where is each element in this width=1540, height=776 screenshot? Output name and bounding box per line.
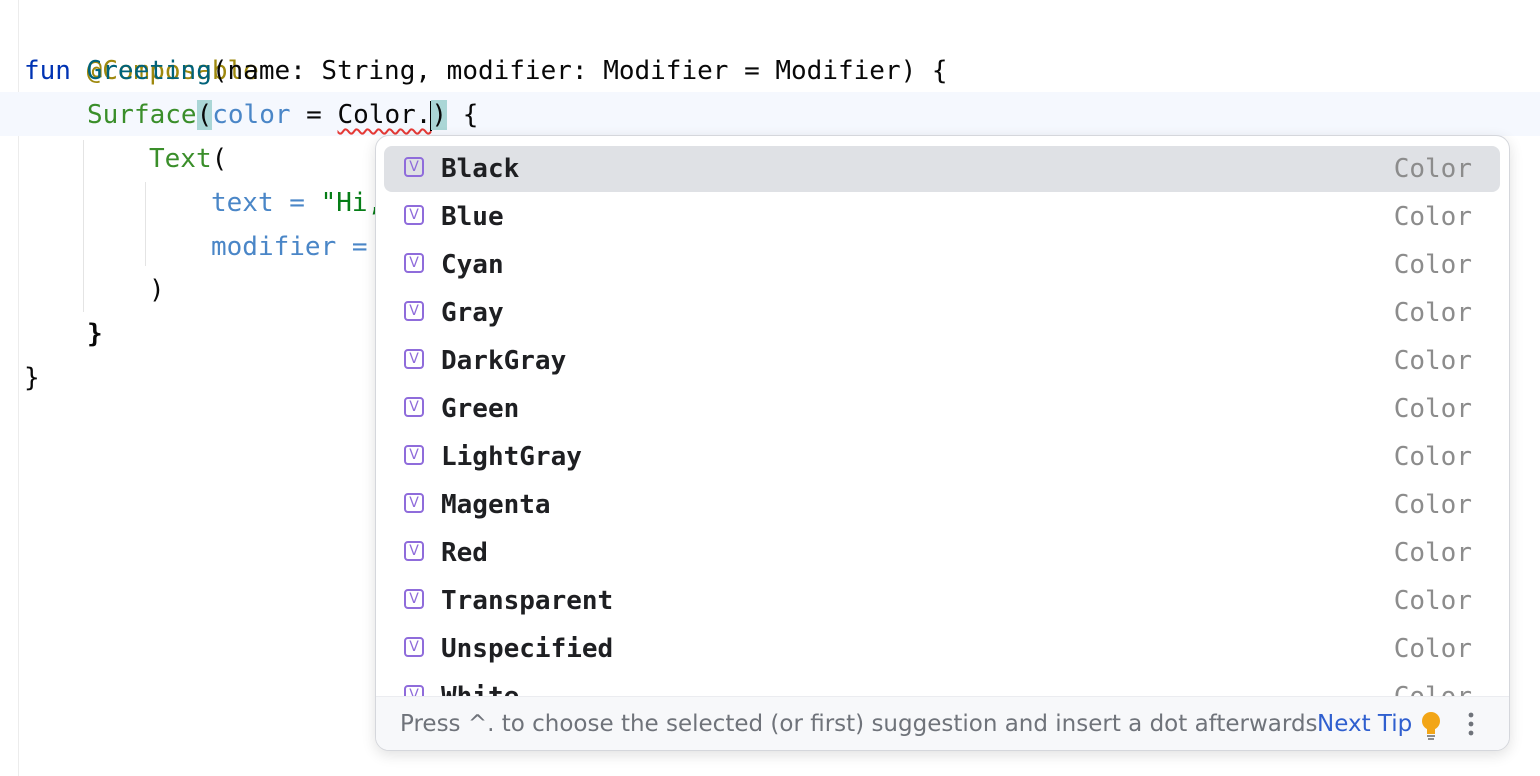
completion-item[interactable]: V LightGray Color — [384, 434, 1500, 480]
indent-guide — [83, 140, 84, 312]
variable-icon: V — [404, 253, 424, 273]
param-name-token: text — [211, 188, 274, 218]
function-name-token: Greeting — [86, 56, 212, 86]
string-token: "Hi, — [320, 188, 384, 218]
code-line-8[interactable]: } — [87, 319, 103, 349]
completion-item[interactable]: V Red Color — [384, 530, 1500, 576]
variable-icon: V — [404, 493, 424, 513]
completion-item-name: Magenta — [441, 490, 551, 520]
variable-icon: V — [404, 685, 424, 696]
completion-item-type: Color — [1393, 298, 1472, 328]
param-name-token: modifier — [211, 232, 337, 262]
completion-item-type: Color — [1393, 634, 1472, 664]
completion-item[interactable]: V Black Color — [384, 146, 1500, 192]
paren-token: ( — [211, 144, 228, 174]
matched-paren-close: ) — [431, 100, 448, 130]
completion-item-name: Unspecified — [441, 634, 614, 664]
equals-token: = — [273, 188, 321, 218]
indent-guide — [145, 182, 146, 266]
variable-icon: V — [404, 301, 424, 321]
code-line-5[interactable]: text = "Hi, — [211, 181, 383, 225]
variable-icon: V — [404, 589, 424, 609]
code-line-1[interactable]: @Composable — [24, 5, 259, 86]
variable-icon: V — [404, 349, 424, 369]
completion-footer: Press ^. to choose the selected (or firs… — [376, 696, 1509, 750]
completion-item[interactable]: V Cyan Color — [384, 242, 1500, 288]
completion-item-type: Color — [1393, 202, 1472, 232]
error-squiggle-token: Color. — [337, 100, 432, 130]
completion-item[interactable]: V Gray Color — [384, 290, 1500, 336]
completion-item-name: Black — [441, 154, 520, 184]
completion-item-name: Blue — [441, 202, 504, 232]
completion-item-type: Color — [1394, 674, 1472, 696]
variable-icon: V — [404, 205, 424, 225]
completion-item-type: Color — [1393, 154, 1472, 184]
completion-item-type: Color — [1393, 586, 1472, 616]
completion-item[interactable]: V Unspecified Color — [384, 626, 1500, 672]
lightbulb-icon[interactable] — [1419, 711, 1443, 741]
variable-icon: V — [404, 445, 424, 465]
signature-token: (name: String, modifier: Modifier = Modi… — [211, 56, 948, 86]
code-line-9[interactable]: } — [24, 363, 40, 393]
variable-icon: V — [404, 397, 424, 417]
completion-item[interactable]: V Green Color — [384, 386, 1500, 432]
code-line-7[interactable]: ) — [149, 275, 165, 305]
code-line-6[interactable]: modifier = — [211, 225, 368, 269]
code-line-2[interactable]: fun Greeting(name: String, modifier: Mod… — [24, 49, 948, 93]
completion-item[interactable]: V White Color — [384, 674, 1500, 696]
completion-item-name: Green — [441, 394, 520, 424]
completion-item-name: DarkGray — [441, 346, 567, 376]
keyword-token: fun — [24, 56, 71, 86]
gutter-divider — [18, 0, 19, 776]
completion-item-type: Color — [1393, 442, 1472, 472]
completion-item-type: Color — [1393, 538, 1472, 568]
completion-item-name: White — [441, 674, 519, 696]
param-name-token: color — [212, 100, 291, 130]
completion-item-type: Color — [1393, 346, 1472, 376]
completion-item-name: Red — [441, 538, 488, 568]
completion-item-name: Gray — [441, 298, 504, 328]
completion-item[interactable]: V Transparent Color — [384, 578, 1500, 624]
call-token: Text — [149, 144, 212, 174]
variable-icon: V — [404, 637, 424, 657]
completion-item-type: Color — [1393, 394, 1472, 424]
completion-item-name: Cyan — [441, 250, 504, 280]
tip-text: Press ^. to choose the selected (or firs… — [400, 711, 1318, 737]
variable-icon: V — [404, 157, 424, 177]
more-vertical-icon[interactable] — [1463, 709, 1479, 739]
completion-item-type: Color — [1393, 490, 1472, 520]
completion-item[interactable]: V DarkGray Color — [384, 338, 1500, 384]
annotation-token: @Composable — [86, 56, 259, 86]
brace-token: { — [447, 100, 479, 130]
call-token: Surface — [87, 100, 197, 130]
matched-paren-open: ( — [196, 100, 213, 130]
completion-item-name: Transparent — [441, 586, 614, 616]
next-tip-link[interactable]: Next Tip — [1317, 711, 1413, 737]
current-line-highlight — [0, 92, 1540, 136]
code-line-4[interactable]: Text( — [149, 137, 227, 181]
completion-item-name: LightGray — [441, 442, 582, 472]
code-line-3[interactable]: Surface(color = Color.) { — [87, 93, 478, 137]
completion-item-type: Color — [1393, 250, 1472, 280]
completion-item[interactable]: V Magenta Color — [384, 482, 1500, 528]
equals-token: = — [290, 100, 338, 130]
variable-icon: V — [404, 541, 424, 561]
equals-token: = — [336, 232, 368, 262]
completion-item[interactable]: V Blue Color — [384, 194, 1500, 240]
